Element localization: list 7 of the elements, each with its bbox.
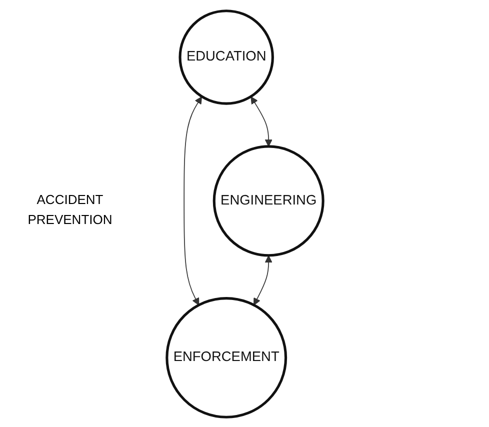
node-circle: ENGINEERING [212, 144, 324, 256]
center-label: ACCIDENT PREVENTION [26, 191, 114, 228]
arrow [250, 96, 272, 146]
arrow [183, 96, 202, 305]
node-circle: ENFORCEMENT [165, 296, 287, 418]
arrow [253, 254, 272, 305]
node-circle: EDUCATION [178, 9, 274, 104]
